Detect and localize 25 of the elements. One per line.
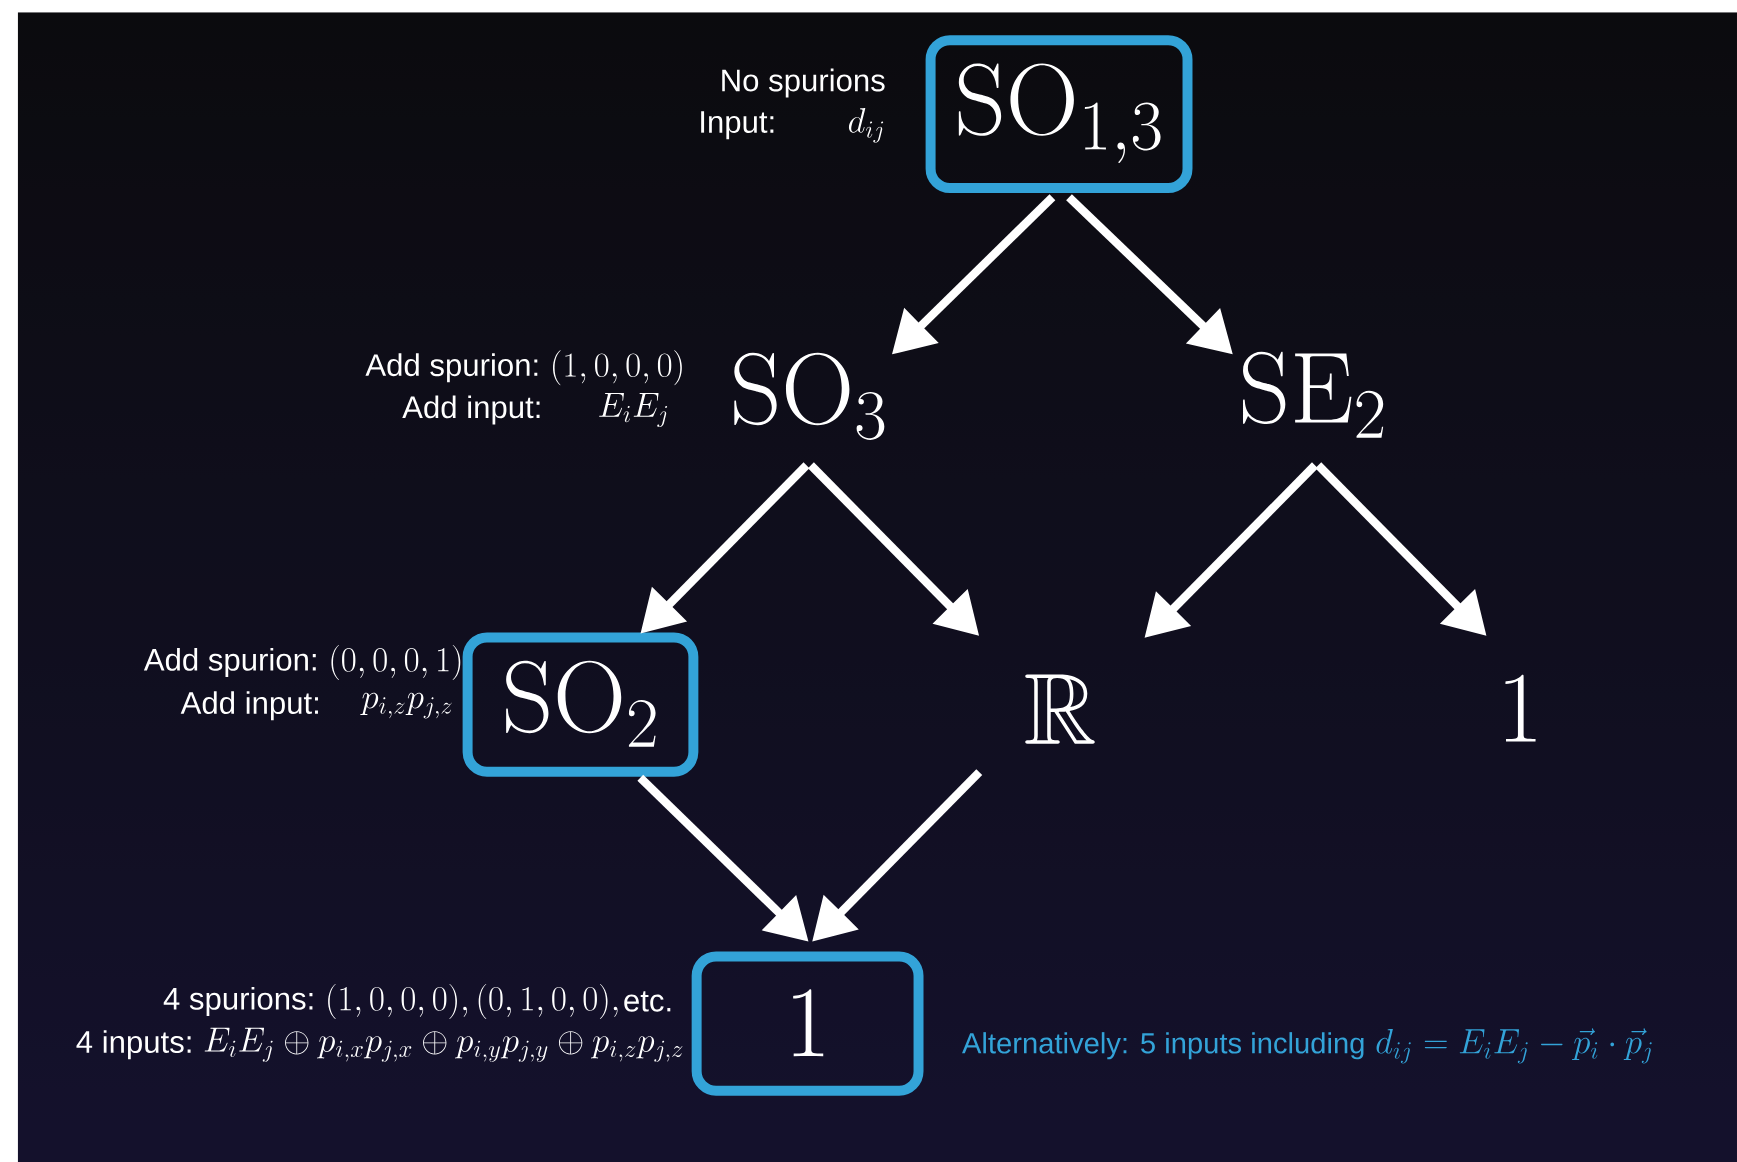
- highlight-box: $\mathrm{SO}_{1,3}$: [925, 35, 1193, 193]
- group-label: $\mathrm{SO}_{3}$: [734, 352, 885, 440]
- highlight-box: $1$: [691, 951, 924, 1096]
- annotation-text: Input:: [701, 111, 774, 140]
- annotation-text: etc.: [624, 991, 671, 1012]
- group-label: $\mathbb{R}$: [1025, 674, 1095, 744]
- annotation-formula: $E_iE_j \oplus p_{i,x}p_{j,x} \oplus p_{i,y}p_{j,y} \oplus p_{i,z}p_{j,z}$: [204, 1027, 683, 1062]
- group-label: $\mathrm{SE}_{2}$: [1243, 351, 1384, 438]
- annotation-formula: $d_{ij}$: [848, 108, 884, 143]
- highlight-box: $\mathrm{SO}_{2}$: [462, 632, 699, 777]
- annotation-text: Add input:: [180, 691, 318, 721]
- group-label: $1$: [1505, 674, 1536, 742]
- annotation-formula: $(1,0,0,0)$: [553, 350, 682, 386]
- note-text: Alternatively: 5 inputs including: [962, 1032, 1364, 1060]
- annotation-formula: $(0,0,0,1)$: [331, 644, 461, 680]
- annotation-formula: $E_iE_j$: [599, 392, 668, 428]
- annotation-text: Add spurion:: [365, 353, 538, 383]
- annotation-formula: $(1,0,0,0), (0,1,0,0),$: [328, 983, 618, 1019]
- annotation-text: 4 inputs:: [76, 1030, 191, 1060]
- annotation-text: Add input:: [402, 395, 540, 425]
- annotation-text: Add spurion:: [143, 647, 316, 677]
- note-formula: $d_{ij} = E_iE_j - \vec{p}_i \cdot \vec{p}_j$: [1376, 1028, 1652, 1064]
- annotation-text: 4 spurions:: [163, 986, 313, 1016]
- annotation-text: No spurions: [722, 68, 885, 98]
- annotation-formula: $p_{i,z}p_{j,z}$: [360, 692, 452, 719]
